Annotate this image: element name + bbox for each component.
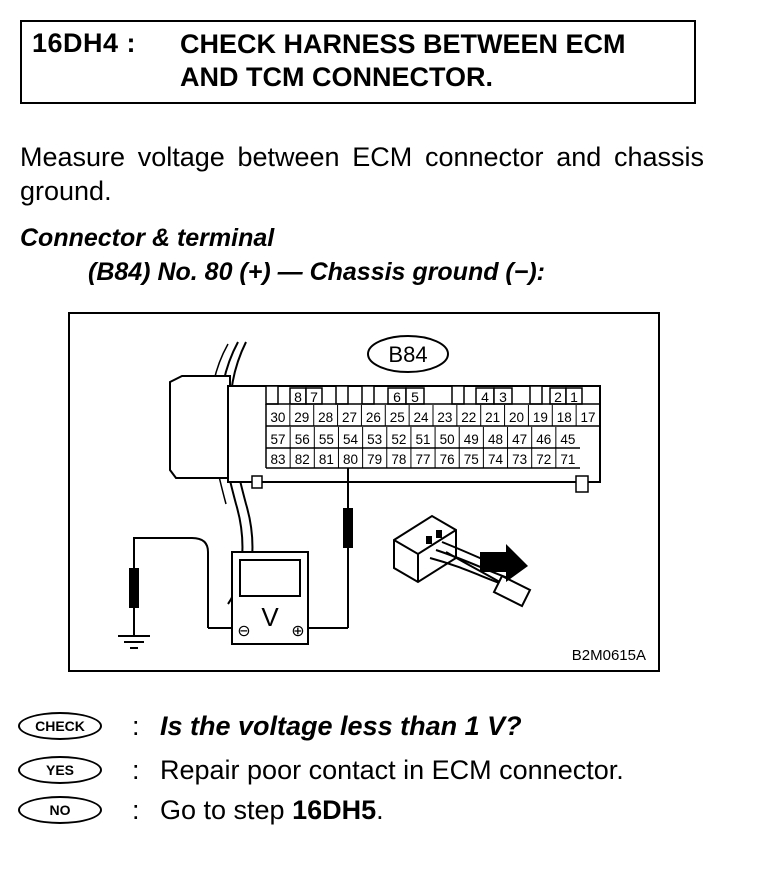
pin-label: 18	[557, 410, 572, 425]
yes-answer: Repair poor contact in ECM connector.	[160, 755, 624, 785]
pin-label: 1	[570, 389, 578, 405]
pin-label: 45	[560, 432, 575, 447]
connector-label-ellipse	[367, 335, 449, 373]
step-header: 16DH4 : CHECK HARNESS BETWEEN ECM AND TC…	[20, 20, 696, 104]
pin-label: 4	[481, 389, 489, 405]
pin-label: 79	[367, 452, 382, 467]
step-title-line1: CHECK HARNESS BETWEEN ECM	[180, 29, 626, 59]
harness-connector-icon	[393, 514, 532, 608]
connector-label: B84	[388, 342, 427, 367]
colon: :	[132, 795, 140, 825]
instruction-text: Measure voltage between ECM connector an…	[20, 142, 704, 206]
pin-label: 81	[319, 452, 334, 467]
pin-label: 8	[294, 389, 302, 405]
pin-label: 26	[366, 410, 381, 425]
pin-label: 72	[536, 452, 551, 467]
voltmeter-icon: V ⊖ ⊕	[231, 551, 309, 645]
pin-label: 56	[295, 432, 310, 447]
pin-label: 55	[319, 432, 334, 447]
pin-label: 52	[391, 432, 406, 447]
step-id: 16DH4 :	[32, 28, 137, 58]
probe-positive	[343, 508, 353, 548]
pin-label: 54	[343, 432, 359, 447]
pin-label: 20	[509, 410, 524, 425]
pin-label: 53	[367, 432, 382, 447]
no-row: NO : Go to step 16DH5.	[18, 792, 738, 828]
pin-label: 19	[533, 410, 548, 425]
step-title-line2: AND TCM CONNECTOR.	[180, 62, 493, 92]
pin-label: 51	[415, 432, 430, 447]
figure-code: B2M0615A	[571, 647, 646, 664]
wiring-figure: B84 8 7 6 5 4 3 2 1	[68, 312, 660, 672]
pin-label: 49	[464, 432, 479, 447]
pin-label: 25	[390, 410, 405, 425]
pin-label: 23	[437, 410, 452, 425]
pin-label: 5	[411, 389, 419, 405]
colon: :	[132, 755, 140, 785]
next-step-link[interactable]: 16DH5	[292, 795, 377, 825]
check-question: Is the voltage less than 1 V?	[160, 711, 522, 741]
pin-label: 28	[318, 410, 333, 425]
pin-label: 21	[485, 410, 500, 425]
colon: :	[132, 711, 140, 741]
pin-label: 29	[294, 410, 309, 425]
pin-label: 30	[270, 410, 285, 425]
no-answer-prefix: Go to step	[160, 795, 293, 825]
pin-label: 6	[393, 389, 401, 405]
no-answer-suffix: .	[376, 795, 384, 825]
check-badge: CHECK	[18, 712, 102, 740]
meter-plus-terminal: ⊕	[291, 621, 304, 640]
pin-label: 46	[536, 432, 551, 447]
no-badge: NO	[18, 796, 102, 824]
pin-label: 74	[488, 452, 504, 467]
insert-arrow-icon	[480, 544, 528, 582]
connector-diagram: B84 8 7 6 5 4 3 2 1	[118, 335, 601, 649]
pin-label: 73	[512, 452, 527, 467]
voltmeter-symbol: V	[261, 602, 279, 632]
pin-label: 7	[310, 389, 318, 405]
pin-label: 2	[554, 389, 562, 405]
pin-label: 17	[581, 410, 596, 425]
pin-label: 3	[499, 389, 507, 405]
pin-label: 75	[464, 452, 479, 467]
pin-label: 50	[440, 432, 455, 447]
pin-label: 77	[415, 452, 430, 467]
connector-terminal-heading: Connector & terminal	[20, 224, 275, 252]
yes-row: YES : Repair poor contact in ECM connect…	[18, 752, 738, 788]
connector-terminal-detail: (B84) No. 80 (+) — Chassis ground (−):	[88, 258, 546, 286]
pin-label: 27	[342, 410, 357, 425]
pin-label: 24	[414, 410, 430, 425]
pin-label: 48	[488, 432, 503, 447]
yes-badge: YES	[18, 756, 102, 784]
step-title: CHECK HARNESS BETWEEN ECM AND TCM CONNEC…	[180, 28, 626, 94]
check-row: CHECK : Is the voltage less than 1 V?	[18, 708, 738, 744]
pin-label: 83	[271, 452, 286, 467]
probe-negative	[129, 568, 139, 608]
pin-label: 47	[512, 432, 527, 447]
pin-label: 78	[391, 452, 406, 467]
pin-label: 80	[343, 452, 358, 467]
pin-label: 22	[461, 410, 476, 425]
pin-label: 71	[560, 452, 575, 467]
pin-label: 57	[271, 432, 286, 447]
no-answer: Go to step 16DH5.	[160, 792, 384, 828]
pin-label: 82	[295, 452, 310, 467]
pin-label: 76	[440, 452, 455, 467]
meter-minus-terminal: ⊖	[237, 621, 250, 640]
